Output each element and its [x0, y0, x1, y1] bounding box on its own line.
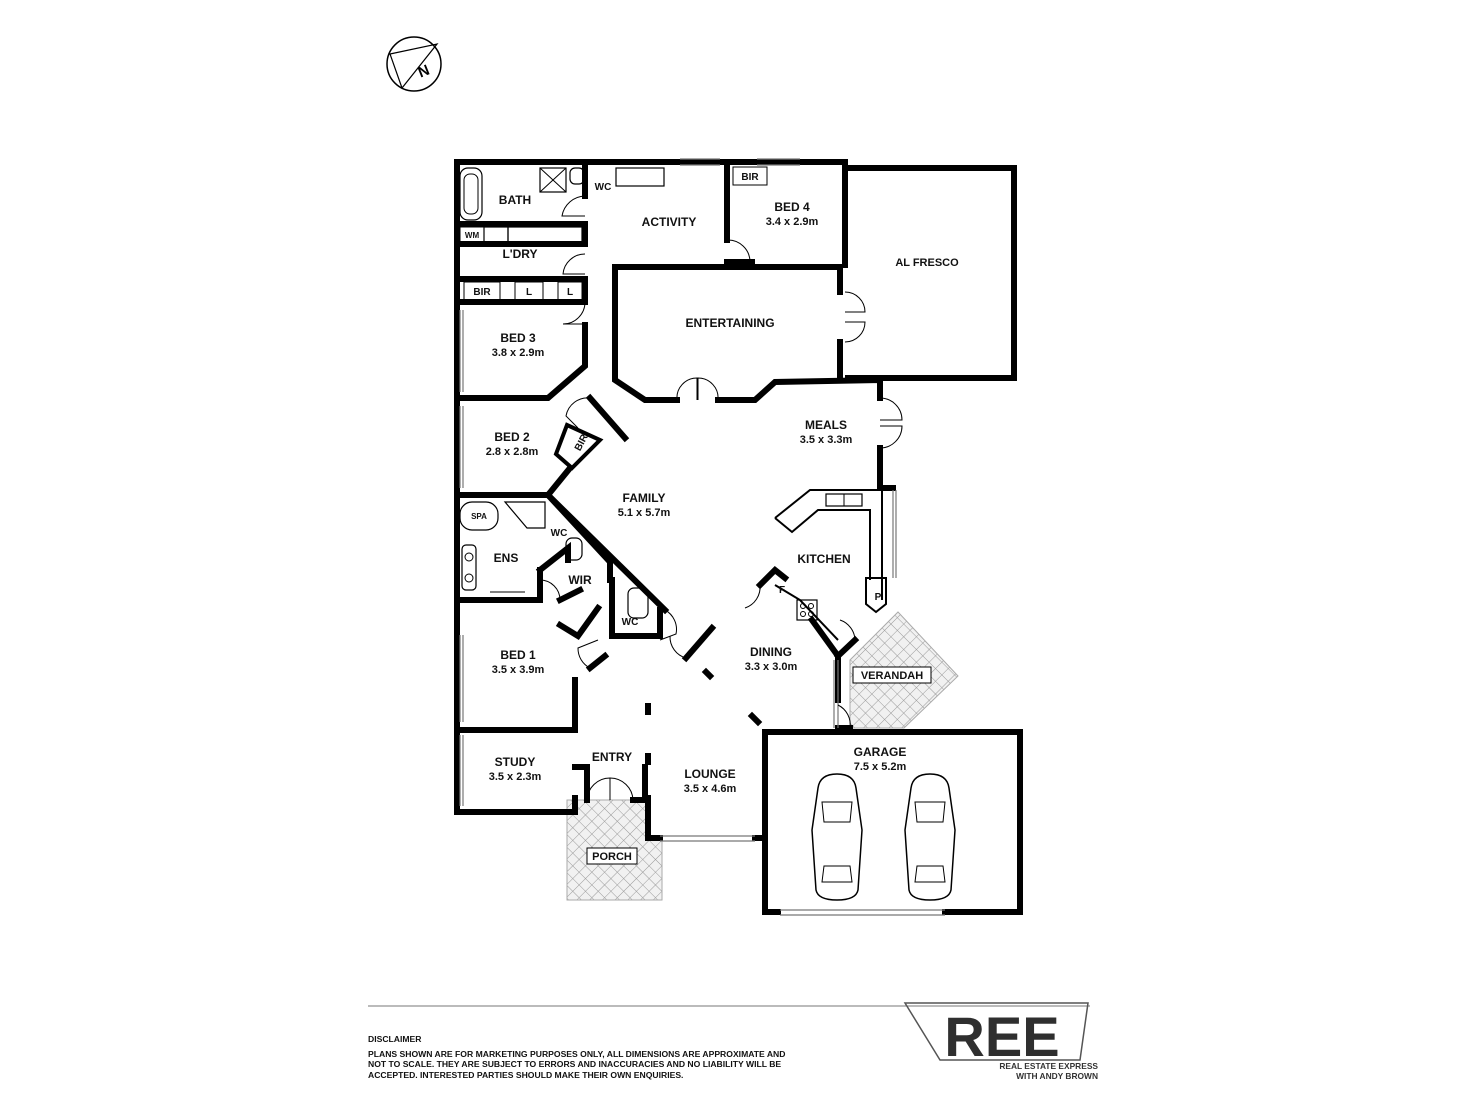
room-dims-bed3: 3.8 x 2.9m: [492, 347, 545, 359]
room-label-study: STUDY: [495, 755, 536, 769]
room-dims-study: 3.5 x 2.3m: [489, 771, 542, 783]
room-label-bath: BATH: [499, 193, 531, 207]
bathroom-fixtures: [459, 167, 665, 619]
room-label-garage: GARAGE: [854, 745, 907, 759]
room-dims-bed2: 2.8 x 2.8m: [486, 446, 539, 458]
room-label-bed1: BED 1: [500, 648, 536, 662]
room-label-bir: BIR: [473, 287, 491, 298]
door-swings: [539, 195, 903, 801]
disclaimer-line: NOT TO SCALE. THEY ARE SUBJECT TO ERRORS…: [368, 1059, 782, 1070]
windows: [459, 158, 945, 916]
north-compass-icon: N: [386, 36, 442, 92]
car-icon: [904, 773, 956, 901]
room-label-wc: WC: [595, 182, 612, 193]
room-dims-dining: 3.3 x 3.0m: [745, 661, 798, 673]
room-label-bir: BIR: [741, 172, 759, 183]
disclaimer: DISCLAIMER PLANS SHOWN ARE FOR MARKETING…: [368, 1034, 808, 1080]
room-label-wc: WC: [622, 617, 639, 628]
room-label-porch: PORCH: [592, 851, 632, 863]
brand-line: REAL ESTATE EXPRESS: [999, 1061, 1098, 1071]
room-label-fridge: F: [779, 585, 785, 596]
room-label-family: FAMILY: [623, 491, 666, 505]
brand-line: WITH ANDY BROWN: [1016, 1071, 1098, 1081]
room-dims-lounge: 3.5 x 4.6m: [684, 783, 737, 795]
room-label-linen: L: [526, 287, 532, 298]
room-dims-meals: 3.5 x 3.3m: [800, 434, 853, 446]
kitchen-bench: [774, 489, 887, 641]
walls: [454, 159, 1023, 915]
brand-logo: REE: [903, 1002, 1089, 1068]
room-label-pantry: P: [875, 592, 882, 603]
room-label-entertaining: ENTERTAINING: [685, 316, 774, 330]
room-dims-family: 5.1 x 5.7m: [618, 507, 671, 519]
brand-caption: REAL ESTATE EXPRESS WITH ANDY BROWN: [938, 1061, 1098, 1081]
room-label-spa: SPA: [471, 512, 487, 521]
room-label-activity: ACTIVITY: [642, 215, 697, 229]
room-label-wc: WC: [551, 528, 568, 539]
room-dims-bed1: 3.5 x 3.9m: [492, 664, 545, 676]
room-label-alfresco: AL FRESCO: [895, 257, 959, 269]
room-label-linen: L: [567, 287, 573, 298]
disclaimer-line: ACCEPTED. INTERESTED PARTIES SHOULD MAKE…: [368, 1069, 684, 1080]
room-label-bed3: BED 3: [500, 331, 536, 345]
brand-logo-text: REE: [944, 1005, 1059, 1068]
room-label-lounge: LOUNGE: [684, 767, 735, 781]
room-label-verandah: VERANDAH: [861, 670, 923, 682]
car-icon: [811, 773, 863, 901]
disclaimer-line: PLANS SHOWN ARE FOR MARKETING PURPOSES O…: [368, 1048, 786, 1059]
room-label-dining: DINING: [750, 645, 792, 659]
room-label-entry: ENTRY: [592, 750, 632, 764]
room-label-wir: WIR: [568, 573, 592, 587]
room-label-meals: MEALS: [805, 418, 847, 432]
room-label-wm: WM: [465, 231, 480, 240]
room-label-bed4: BED 4: [774, 200, 810, 214]
room-dims-garage: 7.5 x 5.2m: [854, 761, 907, 773]
room-label-bed2: BED 2: [494, 430, 530, 444]
room-label-laundry: L'DRY: [502, 247, 537, 261]
room-label-kitchen: KITCHEN: [797, 552, 850, 566]
disclaimer-heading: DISCLAIMER: [368, 1034, 422, 1044]
room-label-ens: ENS: [494, 551, 519, 565]
room-dims-bed4: 3.4 x 2.9m: [766, 216, 819, 228]
